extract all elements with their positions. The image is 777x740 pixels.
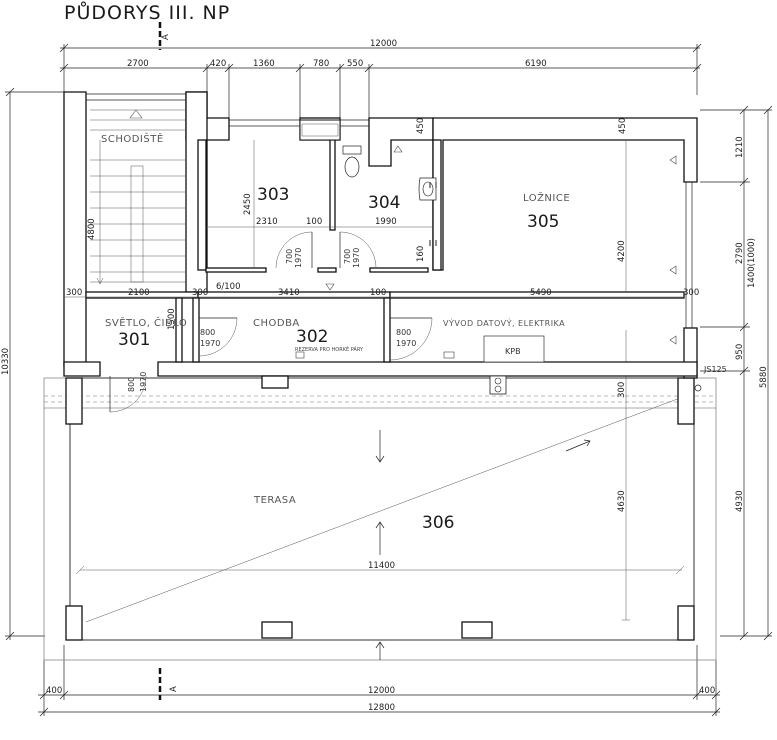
- dim-300c: 300: [683, 288, 699, 298]
- svg-text:1970: 1970: [352, 248, 361, 268]
- dim-1500: 1500: [167, 308, 177, 330]
- dim-left-overall: 10330: [1, 348, 11, 375]
- doors: 700 1970 700 1970 800 1970 800 1970: [109, 231, 433, 413]
- dim-300b: 300: [192, 288, 208, 298]
- dim-stair-4800: 4800: [87, 218, 97, 240]
- section-mark-label: A: [161, 34, 171, 40]
- door-exterior: 800 1970: [109, 372, 148, 413]
- door-303: 700 1970: [275, 231, 313, 269]
- kpb-box: [483, 335, 545, 363]
- svg-text:800: 800: [396, 328, 411, 337]
- staircase: 4800 SCHODIŠTĚ: [87, 109, 186, 285]
- dim-bottom-seg-2: 12000: [368, 686, 395, 696]
- dim-bottom-seg-3: 400: [699, 686, 715, 696]
- plan-title: PŮDORYS III. NP: [64, 0, 230, 24]
- room-labels: SVĚTLO, ČIDLO 301 CHODBA 302 REZERVA PRO…: [105, 185, 570, 533]
- room-301-name: SVĚTLO, ČIDLO: [105, 316, 187, 329]
- js-label: JS125: [703, 365, 727, 374]
- svg-text:800: 800: [200, 328, 215, 337]
- dim-4630: 4630: [617, 490, 627, 512]
- dim-top-seg-2: 420: [210, 59, 226, 69]
- svg-text:700: 700: [285, 249, 294, 264]
- dim-right-overall: 5880: [759, 366, 769, 388]
- building-walls: [63, 91, 698, 389]
- slope-label: 6/100: [216, 282, 241, 292]
- room-302-name: CHODBA: [253, 318, 300, 329]
- room-304-number: 304: [368, 193, 400, 213]
- dim-right-seg-2: 2790: [735, 242, 745, 264]
- dim-top-seg-3: 1360: [253, 59, 275, 69]
- room-306-name: TERASA: [253, 495, 296, 506]
- dim-right-seg-1: 1210: [735, 136, 745, 158]
- section-mark-label: A: [169, 686, 179, 692]
- room-302-number: 302: [296, 327, 328, 347]
- dim-100b: 100: [306, 217, 322, 227]
- room-305-name: LOŽNICE: [523, 191, 570, 204]
- svg-text:800: 800: [127, 377, 136, 392]
- dim-bottom-seg-1: 400: [46, 686, 62, 696]
- svg-text:1970: 1970: [294, 248, 303, 268]
- dim-right-seg-4: 950: [735, 344, 745, 360]
- door-304: 700 1970: [339, 231, 377, 269]
- svg-text:700: 700: [343, 249, 352, 264]
- toilet-icon: [342, 145, 362, 178]
- dim-top-seg-6: 6190: [525, 59, 547, 69]
- dim-2450: 2450: [243, 193, 253, 215]
- dim-bottom-overall: 12800: [368, 703, 395, 713]
- dimension-chain-left: 10330: [1, 87, 66, 641]
- kpb-label: KPB: [505, 347, 521, 356]
- room-306-number: 306: [422, 513, 454, 533]
- chimney-stack: [489, 375, 507, 395]
- room-305-number: 305: [527, 212, 559, 232]
- dimension-chain-bottom: 400 12000 400 12800: [38, 645, 721, 717]
- room-stairs-name: SCHODIŠTĚ: [101, 132, 164, 145]
- dimension-chain-top: 12000 2700 420 1360 780 550 6190: [59, 39, 702, 120]
- dim-top-seg-4: 780: [313, 59, 329, 69]
- dim-overall-top: 12000: [370, 39, 397, 49]
- room-302-note: REZERVA PRO HORKÉ PÁRY: [295, 345, 364, 353]
- dim-2310: 2310: [256, 217, 278, 227]
- dim-top-seg-5: 550: [347, 59, 363, 69]
- dim-1990: 1990: [375, 217, 397, 227]
- room-303-number: 303: [257, 185, 289, 205]
- dim-right-seg-5: 4930: [735, 490, 745, 512]
- door-301: 800 1970: [198, 317, 238, 357]
- dim-4200: 4200: [617, 240, 627, 262]
- interior-dimensions: 300 2100 300 3410 100 5490 300 6/100 231…: [64, 118, 699, 571]
- dim-2100: 2100: [128, 288, 150, 298]
- dim-450a: 450: [416, 118, 426, 134]
- svg-text:1970: 1970: [396, 339, 416, 348]
- dim-right-seg-3: 1400(1000): [747, 238, 757, 288]
- section-mark-bottom: A: [158, 668, 179, 700]
- dim-100a: 100: [370, 288, 386, 298]
- dim-3410: 3410: [278, 288, 300, 298]
- room-305-note: VÝVOD DATOVÝ, ELEKTRIKA: [443, 317, 565, 328]
- fixtures: KPB JS125: [295, 145, 727, 395]
- section-mark-top: A: [158, 22, 171, 50]
- downpipe-icon: [694, 384, 702, 392]
- sink-icon: [418, 177, 437, 201]
- svg-text:1970: 1970: [200, 339, 220, 348]
- dim-160: 160: [416, 246, 426, 262]
- dim-top-seg-1: 2700: [127, 59, 149, 69]
- dim-300d: 300: [617, 382, 627, 398]
- room-301-number: 301: [118, 330, 150, 350]
- svg-text:1970: 1970: [139, 372, 148, 392]
- dim-5490: 5490: [530, 288, 552, 298]
- door-305: 800 1970: [389, 317, 433, 361]
- dim-450b: 450: [618, 118, 628, 134]
- dimension-chain-right: 1210 2790 1400(1000) 950 4930 5880: [700, 105, 773, 641]
- dim-11400: 11400: [368, 561, 395, 571]
- terrace-area: [43, 330, 717, 661]
- dim-300a: 300: [66, 288, 82, 298]
